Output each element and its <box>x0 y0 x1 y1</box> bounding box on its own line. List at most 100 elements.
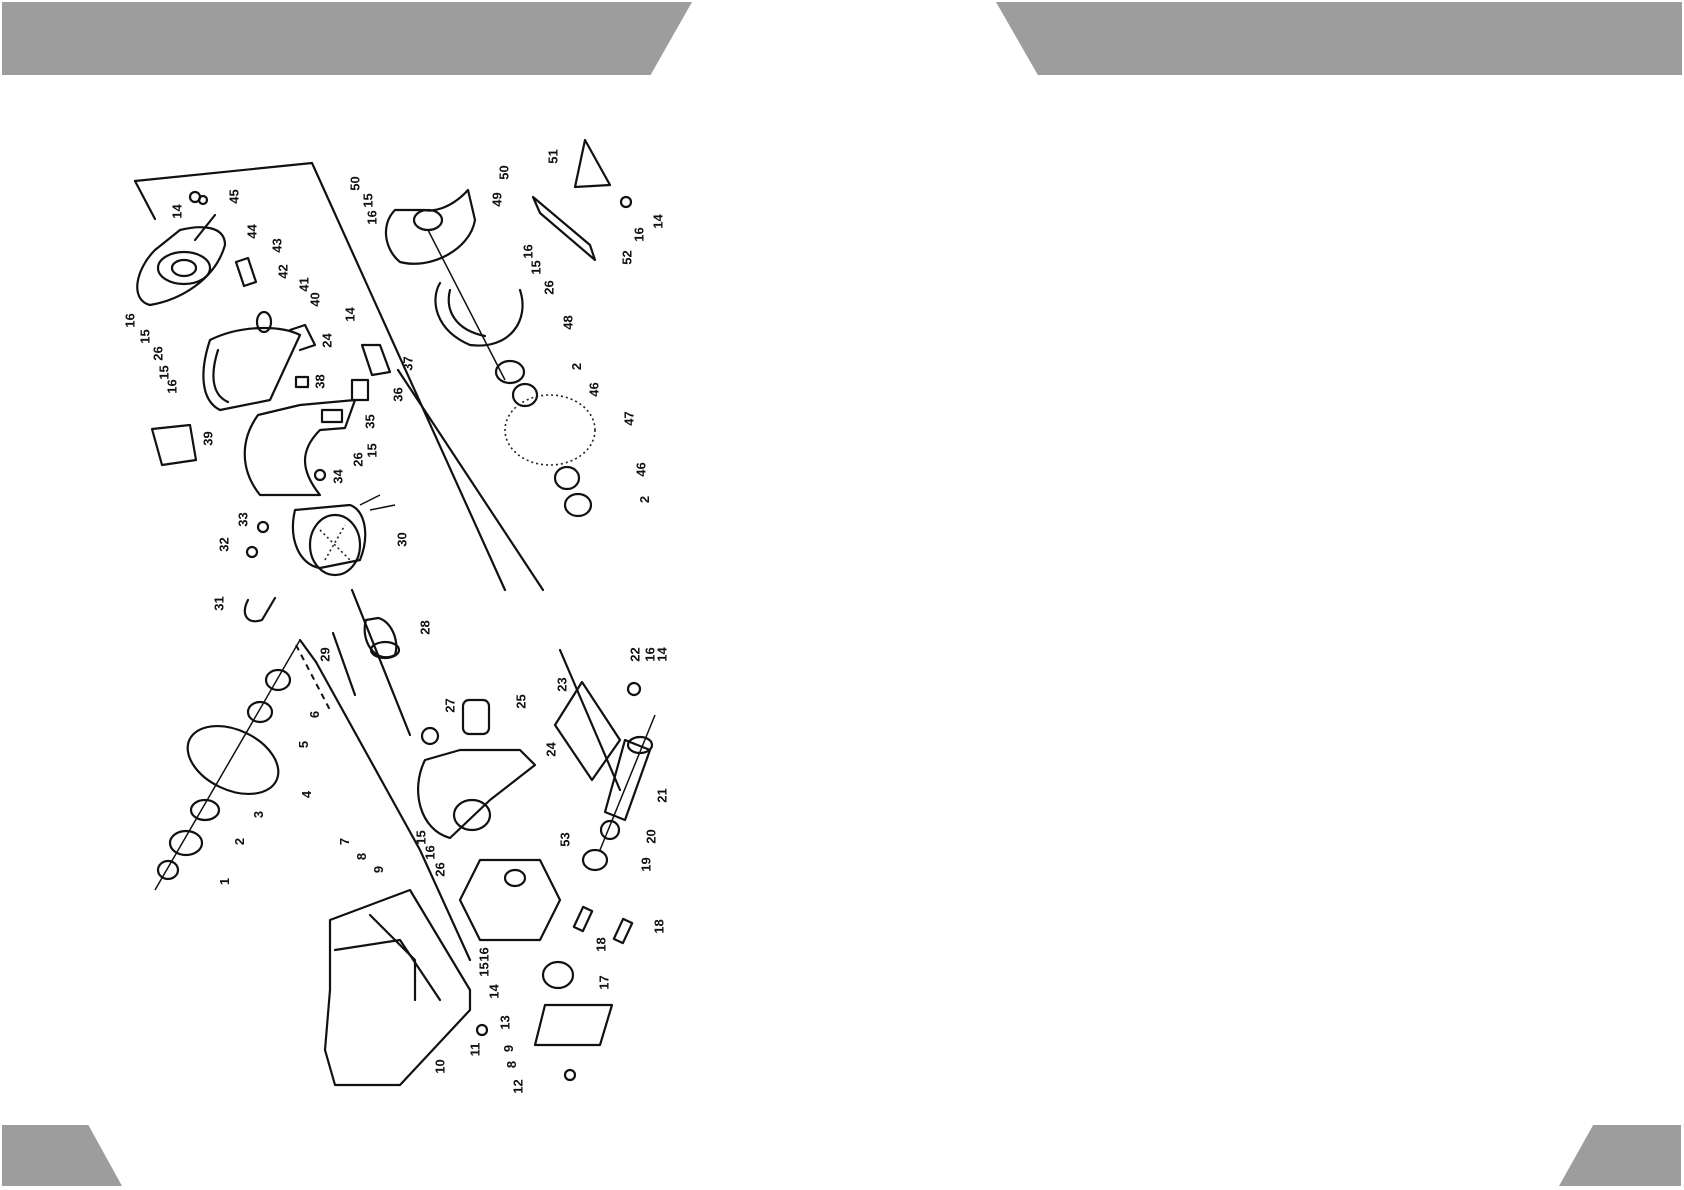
part-callout-32: 32 <box>216 537 232 552</box>
header-banner-left <box>2 2 692 75</box>
part-callout-53: 53 <box>557 832 573 847</box>
part-10-base <box>323 888 472 1087</box>
motor-housing-lower <box>417 748 537 840</box>
part-callout-14: 14 <box>654 647 670 662</box>
part-callout-6: 6 <box>307 710 323 719</box>
part-callout-42: 42 <box>275 264 291 279</box>
part-14-knob <box>619 195 633 209</box>
part-callout-50: 50 <box>496 165 512 180</box>
part-callout-15: 15 <box>156 365 172 380</box>
part-callout-24: 24 <box>319 333 335 348</box>
part-48-belt-guard <box>434 281 524 347</box>
part-37-switch-plate <box>360 343 392 377</box>
part-13-plate <box>533 1003 614 1047</box>
part-callout-13: 13 <box>497 1015 513 1030</box>
part-callout-11: 11 <box>467 1042 483 1057</box>
part-callout-45: 45 <box>226 189 242 204</box>
part-callout-20: 20 <box>643 829 659 844</box>
part-callout-16: 16 <box>520 244 536 259</box>
part-11 <box>475 1023 489 1037</box>
part-callout-40: 40 <box>307 292 323 307</box>
part-28-rotor <box>350 588 412 737</box>
frame-lines <box>133 161 622 962</box>
part-53-box <box>458 858 562 942</box>
part-33 <box>256 520 270 534</box>
part-12 <box>563 1068 577 1082</box>
part-callout-18: 18 <box>593 937 609 952</box>
part-callout-46: 46 <box>633 462 649 477</box>
part-callout-14: 14 <box>650 214 666 229</box>
part-callout-26: 26 <box>150 346 166 361</box>
part-36-switch <box>350 378 370 402</box>
part-callout-26: 26 <box>350 452 366 467</box>
part-callout-35: 35 <box>362 414 378 429</box>
part-callout-38: 38 <box>312 374 328 389</box>
part-callout-21: 21 <box>654 788 670 803</box>
part-callout-16: 16 <box>476 947 492 962</box>
part-19 <box>581 848 609 872</box>
part-callout-4: 4 <box>299 790 315 799</box>
part-callout-9: 9 <box>371 865 387 874</box>
part-callout-16: 16 <box>122 313 138 328</box>
part-52-tool-rest <box>531 195 597 262</box>
part-callout-47: 47 <box>621 411 637 426</box>
part-27-bearing <box>420 726 440 746</box>
part-callout-8: 8 <box>504 1060 520 1069</box>
part-32 <box>245 545 259 559</box>
page-tab-right <box>1559 1125 1681 1186</box>
part-callout-27: 27 <box>442 698 458 713</box>
part-callout-7: 7 <box>337 837 353 846</box>
grinding-wheel-left-assembly <box>154 639 331 891</box>
part-callout-9: 9 <box>501 1044 517 1053</box>
part-25-capacitor <box>461 698 491 736</box>
part-callout-24: 24 <box>543 742 559 757</box>
part-46-washer-a <box>511 382 539 408</box>
part-49-guard-right <box>384 188 477 265</box>
part-callout-26: 26 <box>432 862 448 877</box>
part-2-flange-right-b <box>563 492 593 518</box>
part-callout-37: 37 <box>400 356 416 371</box>
part-callout-28: 28 <box>417 620 433 635</box>
part-30-stator <box>291 494 396 577</box>
part-35-cover <box>243 398 357 497</box>
part-45-knob <box>188 190 209 206</box>
part-callout-16: 16 <box>164 379 180 394</box>
part-43-bracket <box>234 256 258 288</box>
part-51-eye-shield <box>573 138 612 189</box>
part-callout-26: 26 <box>541 280 557 295</box>
part-20 <box>599 819 621 841</box>
part-callout-30: 30 <box>394 532 410 547</box>
part-callout-15: 15 <box>364 443 380 458</box>
part-callout-16: 16 <box>364 210 380 225</box>
part-47-wheel <box>504 394 596 466</box>
part-callout-15: 15 <box>360 193 376 208</box>
part-22 <box>626 681 642 697</box>
part-callout-16: 16 <box>631 227 647 242</box>
part-callout-2: 2 <box>569 362 585 371</box>
part-callout-12: 12 <box>510 1079 526 1094</box>
part-callout-39: 39 <box>200 431 216 446</box>
part-callout-34: 34 <box>330 469 346 484</box>
part-callout-15: 15 <box>413 830 429 845</box>
part-callout-41: 41 <box>296 277 312 292</box>
part-callout-44: 44 <box>244 224 260 239</box>
part-18-b <box>612 917 634 945</box>
part-callout-15: 15 <box>528 260 544 275</box>
wheel-guard-left <box>136 213 227 307</box>
part-18-a <box>572 905 594 933</box>
part-23-plate <box>553 680 622 782</box>
part-2-flange-right-a <box>494 359 526 385</box>
part-callout-29: 29 <box>317 647 333 662</box>
part-callout-10: 10 <box>432 1059 448 1074</box>
part-callout-52: 52 <box>619 250 635 265</box>
part-callout-14: 14 <box>169 204 185 219</box>
part-31-cord-clamp <box>243 596 277 623</box>
part-callout-50: 50 <box>347 176 363 191</box>
part-callout-15: 15 <box>476 962 492 977</box>
part-callout-16: 16 <box>422 845 438 860</box>
part-callout-48: 48 <box>560 315 576 330</box>
part-callout-43: 43 <box>269 238 285 253</box>
part-callout-18: 18 <box>651 919 667 934</box>
